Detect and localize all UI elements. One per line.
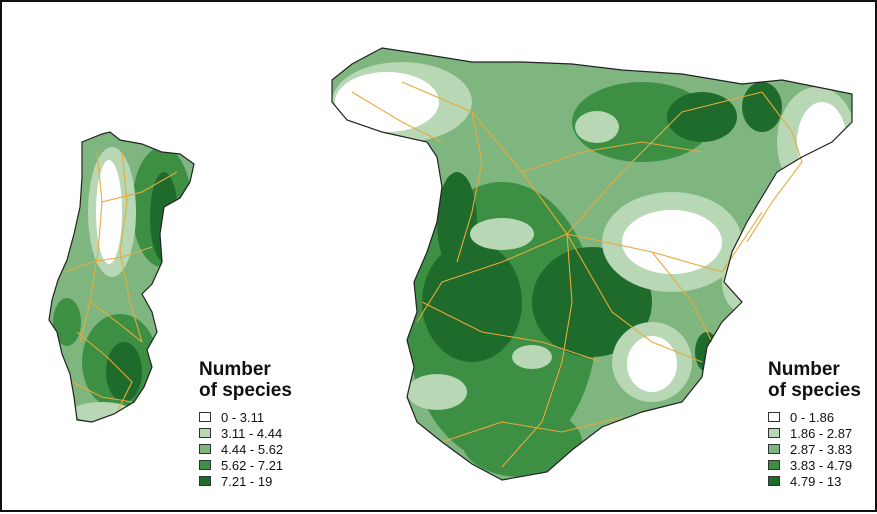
legend-swatch-class2 [768, 428, 780, 438]
pt-zone-coast-mid [53, 298, 81, 346]
legend-label: 1.86 - 2.87 [790, 425, 853, 441]
legend-label: 0 - 3.11 [221, 409, 265, 425]
legend-swatch-class1 [199, 412, 211, 422]
portugal-legend-title: Number of species [199, 359, 292, 401]
legend-swatch-class4 [768, 460, 780, 470]
legend-swatch-class3 [768, 444, 780, 454]
legend-label: 3.83 - 4.79 [790, 457, 853, 473]
portugal-legend-title-line2: of species [199, 380, 292, 401]
portugal-legend-title-line1: Number [199, 359, 271, 380]
legend-swatch-class5 [768, 476, 780, 486]
legend-label: 0 - 1.86 [790, 409, 835, 425]
es-zone-south-high [462, 407, 582, 477]
spain-legend-title: Number of species [768, 359, 861, 401]
legend-label: 4.44 - 5.62 [221, 441, 284, 457]
spain-legend: Number of species 0 - 1.86 1.86 - 2.87 2… [768, 359, 861, 489]
legend-swatch-class3 [199, 444, 211, 454]
legend-swatch-class4 [199, 460, 211, 470]
portugal-legend-item: 7.21 - 19 [199, 473, 292, 489]
es-zone-north-low [575, 111, 619, 143]
es-zone-northeast-lowest [797, 102, 847, 182]
legend-label: 4.79 - 13 [790, 473, 842, 489]
legend-label: 7.21 - 19 [221, 473, 273, 489]
portugal-legend: Number of species 0 - 3.11 3.11 - 4.44 4… [199, 359, 292, 489]
portugal-legend-item: 0 - 3.11 [199, 409, 292, 425]
es-zone-northwest-lowest [335, 72, 439, 132]
portugal-legend-item: 5.62 - 7.21 [199, 457, 292, 473]
es-zone-center-low [470, 218, 534, 250]
spain-legend-title-line2: of species [768, 380, 861, 401]
portugal-road-network [63, 151, 178, 413]
spain-legend-item: 4.79 - 13 [768, 473, 861, 489]
portugal-legend-item: 4.44 - 5.62 [199, 441, 292, 457]
es-zone-northeast-max [742, 82, 782, 132]
spain-legend-items: 0 - 1.86 1.86 - 2.87 2.87 - 3.83 3.83 - … [768, 409, 861, 489]
portugal-richness-surface [49, 132, 194, 422]
legend-label: 5.62 - 7.21 [221, 457, 284, 473]
legend-label: 3.11 - 4.44 [221, 425, 283, 441]
portugal-legend-item: 3.11 - 4.44 [199, 425, 292, 441]
pt-zone-south-max [106, 342, 142, 402]
spain-legend-item: 1.86 - 2.87 [768, 425, 861, 441]
es-zone-west-max [437, 172, 477, 272]
portugal-legend-items: 0 - 3.11 3.11 - 4.44 4.44 - 5.62 5.62 - … [199, 409, 292, 489]
es-zone-southeast-lowest [627, 336, 677, 392]
spain-road-network [351, 81, 803, 468]
legend-swatch-class5 [199, 476, 211, 486]
legend-label: 2.87 - 3.83 [790, 441, 853, 457]
es-zone-south-low [512, 345, 552, 369]
spain-legend-title-line1: Number [768, 359, 840, 380]
portugal-outline [48, 131, 195, 423]
spain-outline [331, 47, 853, 481]
spain-legend-item: 0 - 1.86 [768, 409, 861, 425]
portugal-map [48, 131, 195, 423]
spain-legend-item: 2.87 - 3.83 [768, 441, 861, 457]
pt-zone-north-lowest [96, 160, 122, 264]
legend-swatch-class2 [199, 428, 211, 438]
es-zone-southwest-max [422, 242, 522, 362]
es-zone-coast-low [722, 252, 762, 312]
spain-legend-item: 3.83 - 4.79 [768, 457, 861, 473]
es-zone-north-max [667, 92, 737, 142]
es-zone-east-lowest [622, 210, 722, 274]
es-zone-southeast-coast-max [695, 332, 719, 372]
legend-swatch-class1 [768, 412, 780, 422]
es-zone-southwest-low [407, 374, 467, 410]
